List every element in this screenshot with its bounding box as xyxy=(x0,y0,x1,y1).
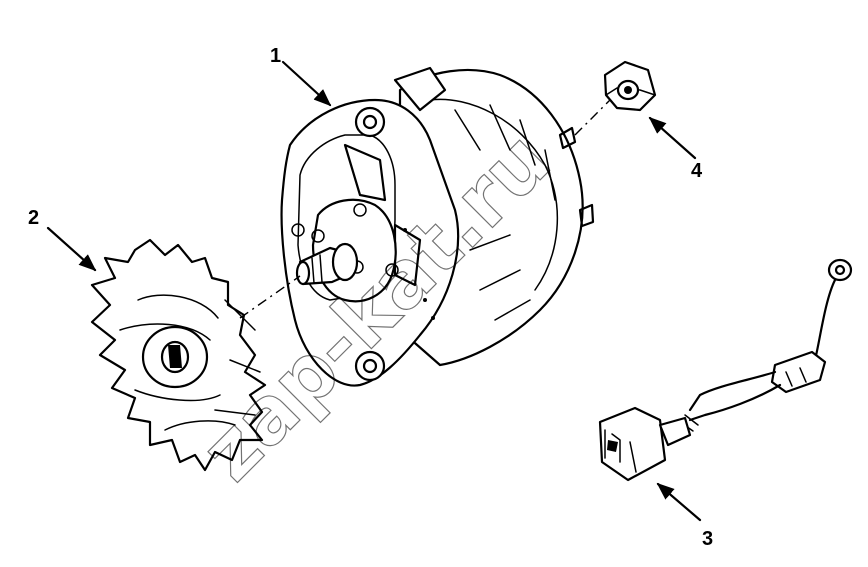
callout-label-1: 1 xyxy=(270,45,281,67)
callout-label-2: 2 xyxy=(28,207,39,229)
wiring-harness xyxy=(598,258,853,482)
callout-arrow-3 xyxy=(656,482,702,522)
callout-arrow-1 xyxy=(281,60,332,107)
hex-nut xyxy=(603,60,657,112)
nut-centerline xyxy=(574,99,611,136)
fan-impeller xyxy=(90,238,267,472)
callout-arrow-2 xyxy=(46,226,97,272)
callout-label-3: 3 xyxy=(702,528,713,550)
callout-arrow-4 xyxy=(648,116,697,160)
callout-label-4: 4 xyxy=(691,160,703,182)
alternator xyxy=(280,66,595,387)
